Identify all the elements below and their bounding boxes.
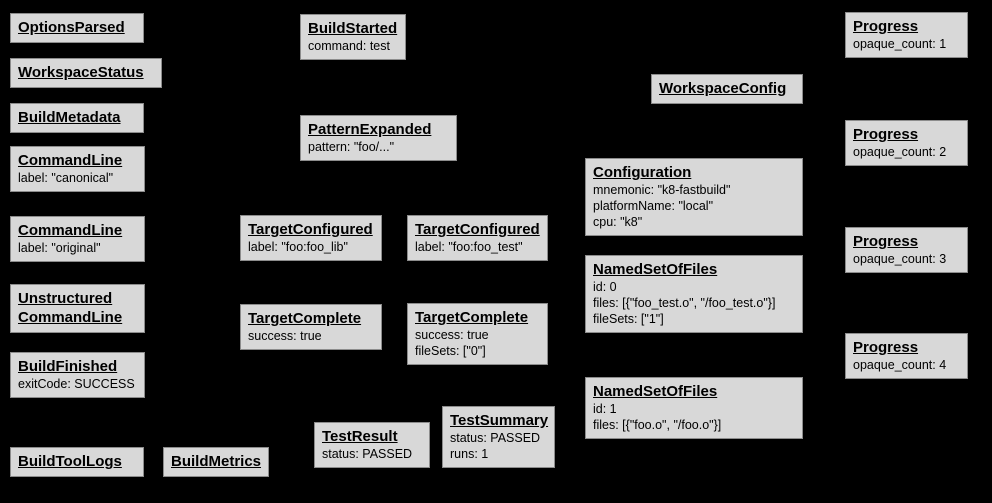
node-title: TestResult <box>322 428 398 445</box>
node-build-metrics: BuildMetrics <box>163 447 269 477</box>
node-title: NamedSetOfFiles <box>593 383 718 400</box>
node-title: OptionsParsed <box>18 19 125 36</box>
node-attribute: label: "foo:foo_lib" <box>248 240 348 254</box>
node-progress-3: Progress opaque_count: 3 <box>845 227 968 273</box>
node-attribute: label: "original" <box>18 241 101 255</box>
node-options-parsed: OptionsParsed <box>10 13 144 43</box>
node-attribute: opaque_count: 1 <box>853 37 947 51</box>
node-attribute: success: true <box>415 328 489 342</box>
node-build-started: BuildStarted command: test <box>300 14 406 60</box>
node-attribute: label: "canonical" <box>18 171 114 185</box>
node-attribute: pattern: "foo/..." <box>308 140 395 154</box>
node-attribute: platformName: "local" <box>593 199 714 213</box>
node-command-line-original: CommandLine label: "original" <box>10 216 145 262</box>
node-title: TargetConfigured <box>415 221 540 238</box>
node-named-set-of-files-1: NamedSetOfFiles id: 1 files: [{"foo.o", … <box>585 377 803 439</box>
node-title: Unstructured CommandLine <box>18 290 123 326</box>
node-attribute: id: 1 <box>593 402 617 416</box>
node-title: TargetComplete <box>415 309 529 326</box>
node-unstructured-command-line: Unstructured CommandLine <box>10 284 145 333</box>
node-target-configured-foo-lib: TargetConfigured label: "foo:foo_lib" <box>240 215 382 261</box>
node-attribute: id: 0 <box>593 280 617 294</box>
node-attribute: mnemonic: "k8-fastbuild" <box>593 183 731 197</box>
node-test-summary: TestSummary status: PASSED runs: 1 <box>442 406 555 468</box>
node-test-result: TestResult status: PASSED <box>314 422 430 468</box>
node-attribute: status: PASSED <box>450 431 541 445</box>
node-title: BuildMetrics <box>171 453 262 470</box>
node-configuration: Configuration mnemonic: "k8-fastbuild" p… <box>585 158 803 236</box>
node-attribute: status: PASSED <box>322 447 413 461</box>
node-target-configured-foo-test: TargetConfigured label: "foo:foo_test" <box>407 215 548 261</box>
node-attribute: opaque_count: 4 <box>853 358 947 372</box>
node-named-set-of-files-0: NamedSetOfFiles id: 0 files: [{"foo_test… <box>585 255 803 333</box>
node-build-finished: BuildFinished exitCode: SUCCESS <box>10 352 145 398</box>
node-title: BuildFinished <box>18 358 118 375</box>
node-build-tool-logs: BuildToolLogs <box>10 447 144 477</box>
node-progress-2: Progress opaque_count: 2 <box>845 120 968 166</box>
node-pattern-expanded: PatternExpanded pattern: "foo/..." <box>300 115 457 161</box>
node-title: WorkspaceConfig <box>659 80 787 97</box>
node-workspace-config: WorkspaceConfig <box>651 74 803 104</box>
node-title: BuildToolLogs <box>18 453 122 470</box>
node-title: PatternExpanded <box>308 121 432 138</box>
node-target-complete-lib: TargetComplete success: true <box>240 304 382 350</box>
node-title: NamedSetOfFiles <box>593 261 718 278</box>
node-workspace-status: WorkspaceStatus <box>10 58 162 88</box>
node-title: Progress <box>853 18 919 35</box>
node-attribute: files: [{"foo_test.o", "/foo_test.o"}] <box>593 296 776 310</box>
node-attribute: opaque_count: 3 <box>853 252 947 266</box>
node-title: Configuration <box>593 164 692 181</box>
node-title: BuildStarted <box>308 20 398 37</box>
node-title: TargetConfigured <box>248 221 373 238</box>
node-attribute: exitCode: SUCCESS <box>18 377 135 391</box>
node-title: Progress <box>853 126 919 143</box>
node-attribute: fileSets: ["1"] <box>593 312 664 326</box>
node-title: TestSummary <box>450 412 549 429</box>
node-title: Progress <box>853 233 919 250</box>
node-attribute: fileSets: ["0"] <box>415 344 486 358</box>
node-title: TargetComplete <box>248 310 362 327</box>
node-target-complete-test: TargetComplete success: true fileSets: [… <box>407 303 548 365</box>
node-attribute: label: "foo:foo_test" <box>415 240 523 254</box>
node-progress-4: Progress opaque_count: 4 <box>845 333 968 379</box>
node-title: BuildMetadata <box>18 109 121 126</box>
node-title: WorkspaceStatus <box>18 64 144 81</box>
node-title: Progress <box>853 339 919 356</box>
node-attribute: success: true <box>248 329 322 343</box>
node-title: CommandLine <box>18 152 123 169</box>
node-attribute: opaque_count: 2 <box>853 145 947 159</box>
node-build-metadata: BuildMetadata <box>10 103 144 133</box>
node-title: CommandLine <box>18 222 123 239</box>
node-progress-1: Progress opaque_count: 1 <box>845 12 968 58</box>
node-attribute: files: [{"foo.o", "/foo.o"}] <box>593 418 722 432</box>
node-attribute: cpu: "k8" <box>593 215 643 229</box>
node-attribute: runs: 1 <box>450 447 489 461</box>
node-command-line-canonical: CommandLine label: "canonical" <box>10 146 145 192</box>
node-attribute: command: test <box>308 39 390 53</box>
